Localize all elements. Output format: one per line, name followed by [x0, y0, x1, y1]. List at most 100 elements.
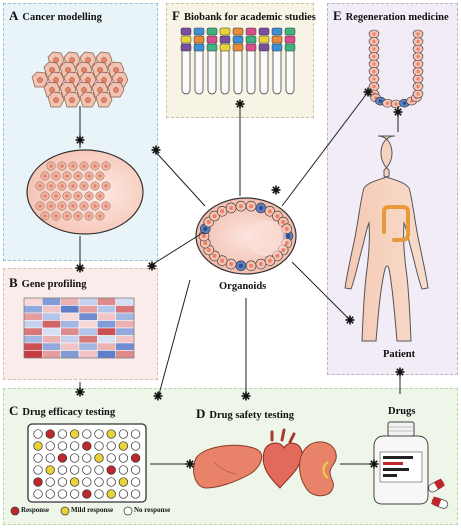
cancer-cell-nucleus: [113, 87, 119, 93]
heatmap-cell: [115, 350, 135, 359]
tube-cap: [232, 35, 244, 44]
cancer-cell-nucleus: [53, 77, 59, 83]
heatmap-cell: [97, 305, 116, 314]
organoid-cell-nucleus: [206, 247, 211, 252]
tube-cap: [245, 35, 257, 44]
tube-cap: [258, 43, 270, 52]
asterisk-arrowhead: [272, 186, 280, 194]
cancer-cell-nucleus: [85, 97, 91, 103]
cancer-cell-nucleus: [101, 77, 107, 83]
tumor-cell-nucleus: [87, 214, 91, 218]
tumor-cell-nucleus: [54, 214, 58, 218]
asterisk-arrowhead: [236, 100, 244, 108]
heatmap-cell: [23, 312, 43, 321]
well: [57, 489, 68, 499]
well: [106, 489, 116, 499]
well: [45, 465, 55, 475]
well: [130, 465, 141, 475]
well: [94, 441, 104, 451]
well: [45, 477, 55, 487]
asterisk-arrowhead: [76, 388, 84, 396]
legend-mild-swatch: [60, 506, 70, 516]
well: [45, 429, 55, 439]
asterisk-arrowhead: [394, 108, 402, 116]
tumor-cell-nucleus: [43, 214, 47, 218]
tube-cap: [193, 35, 205, 44]
intestine-cell-nucleus: [372, 62, 376, 66]
heatmap-cell: [42, 342, 61, 351]
tumor-cell-nucleus: [38, 184, 42, 188]
tumor-cell-nucleus: [65, 214, 69, 218]
tumor-cell-nucleus: [43, 194, 47, 198]
legend-response-swatch: [10, 506, 20, 516]
patient-body: [344, 135, 429, 342]
intestine-cell-nucleus: [372, 69, 376, 74]
organoid-cell-nucleus: [258, 205, 263, 210]
well-plate: [27, 423, 147, 503]
intestine-cell-nucleus: [394, 102, 398, 106]
heatmap-cell: [42, 312, 61, 321]
well: [45, 453, 55, 463]
organoid-cell-nucleus: [284, 226, 289, 231]
tumor-cell-nucleus: [93, 184, 97, 188]
well: [130, 441, 141, 451]
organoid-cell-nucleus: [238, 263, 243, 268]
heatmap-cell: [42, 335, 61, 344]
gene-heatmap: [23, 297, 135, 359]
intestine-cell-nucleus: [372, 77, 376, 81]
tube-cap: [180, 35, 192, 44]
heatmap-cell: [42, 350, 61, 359]
well: [118, 489, 129, 499]
heatmap-cell: [60, 305, 80, 314]
well: [130, 489, 141, 499]
intestine-cell-nucleus: [416, 77, 420, 81]
heatmap-cell: [23, 342, 43, 351]
well: [57, 441, 68, 451]
heatmap-cell: [78, 327, 98, 336]
drugs-label: Drugs: [388, 406, 416, 417]
well: [94, 453, 104, 463]
well: [82, 489, 92, 499]
drug-bottle: [373, 421, 449, 509]
organoid-cell-nucleus: [229, 262, 234, 267]
well: [82, 429, 92, 439]
tumor-cell-nucleus: [71, 184, 75, 188]
tumor-cell-nucleus: [49, 164, 53, 168]
organoid-cell-nucleus: [281, 220, 286, 225]
tumor-cell-nucleus: [98, 174, 102, 178]
tumor-cell-nucleus: [76, 194, 80, 198]
organoid-cell-nucleus: [267, 258, 272, 263]
heatmap-cell: [97, 320, 116, 329]
asterisk-arrowhead: [148, 262, 156, 270]
tumor-cell-nucleus: [54, 174, 58, 178]
intestine-cell-nucleus: [416, 39, 420, 44]
intestine-cell-nucleus: [385, 101, 390, 105]
legend-none-label: No response: [134, 506, 171, 514]
heatmap-cell: [115, 335, 135, 344]
well: [33, 465, 43, 475]
intestine-cell-nucleus: [402, 101, 407, 105]
intestine-cell-nucleus: [416, 69, 420, 74]
intestine-cell-nucleus: [372, 54, 376, 59]
tube-cap: [180, 27, 192, 36]
intestine-cell-nucleus: [372, 32, 376, 36]
well: [106, 453, 116, 463]
organoid-cell-nucleus: [206, 220, 211, 225]
asterisk-arrowhead: [154, 392, 162, 400]
well: [130, 453, 141, 463]
heatmap-cell: [42, 305, 61, 314]
organoid-cell-nucleus: [275, 253, 280, 258]
heatmap-cell: [42, 327, 61, 336]
tumor-cell-nucleus: [98, 194, 102, 198]
well: [118, 477, 129, 487]
well: [106, 477, 116, 487]
cancer-cell-nucleus: [53, 97, 59, 103]
tumor-cell-nucleus: [43, 174, 47, 178]
heatmap-cell: [97, 327, 116, 336]
tube-cap: [193, 27, 205, 36]
organoid-cell-nucleus: [267, 209, 272, 214]
heatmap-cell: [23, 327, 43, 336]
